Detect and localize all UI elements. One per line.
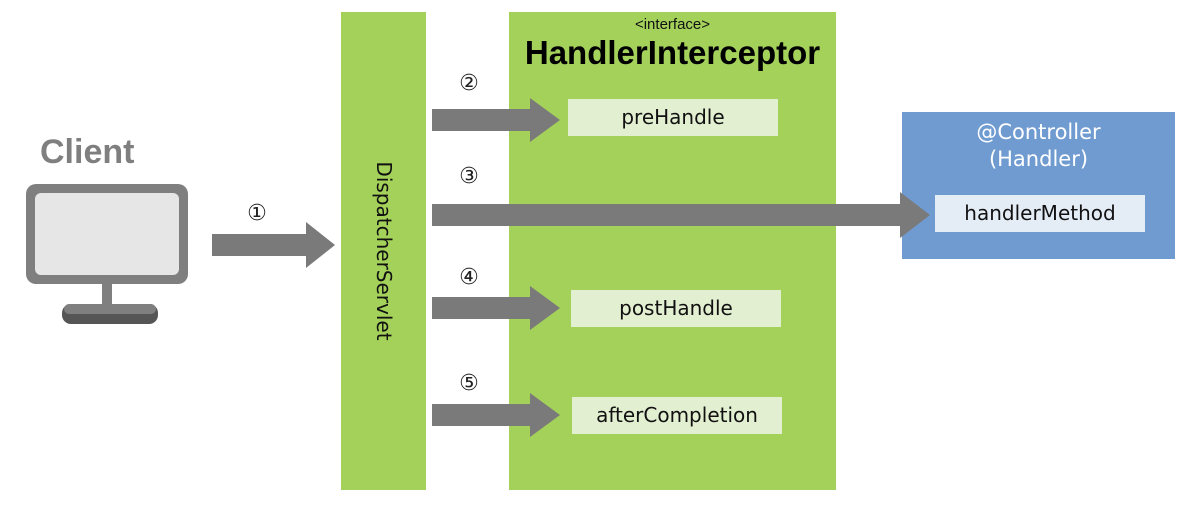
client-label: Client xyxy=(40,133,135,171)
dispatcher-servlet: DispatcherServlet xyxy=(341,12,426,490)
step-5-label: ⑤ xyxy=(459,371,479,396)
arrow-posthandle xyxy=(432,286,560,330)
controller-handler: @Controller (Handler) handlerMethod xyxy=(902,112,1175,259)
controller-handler-label: (Handler) xyxy=(988,147,1089,171)
interface-stereotype: <interface> xyxy=(634,16,711,33)
handler-interceptor-title: HandlerInterceptor xyxy=(524,34,821,71)
step-3-label: ③ xyxy=(459,164,479,189)
handler-method: handlerMethod xyxy=(935,195,1145,232)
controller-annotation: @Controller xyxy=(976,120,1101,144)
prehandle-method: preHandle xyxy=(568,99,778,136)
arrow-client-to-dispatcher xyxy=(212,222,335,268)
arrow-prehandle xyxy=(432,98,560,142)
controller-title: @Controller (Handler) xyxy=(902,119,1175,173)
posthandle-method: postHandle xyxy=(571,290,781,327)
dispatcher-servlet-label: DispatcherServlet xyxy=(371,161,396,341)
step-1-label: ① xyxy=(247,201,267,226)
monitor-icon xyxy=(26,184,188,324)
step-4-label: ④ xyxy=(459,265,479,290)
arrow-handler-method xyxy=(432,192,930,238)
step-2-label: ② xyxy=(459,71,479,96)
handler-interceptor: <interface> HandlerInterceptor preHandle… xyxy=(509,12,836,490)
aftercompletion-method: afterCompletion xyxy=(572,397,782,434)
arrow-aftercompletion xyxy=(432,393,560,437)
